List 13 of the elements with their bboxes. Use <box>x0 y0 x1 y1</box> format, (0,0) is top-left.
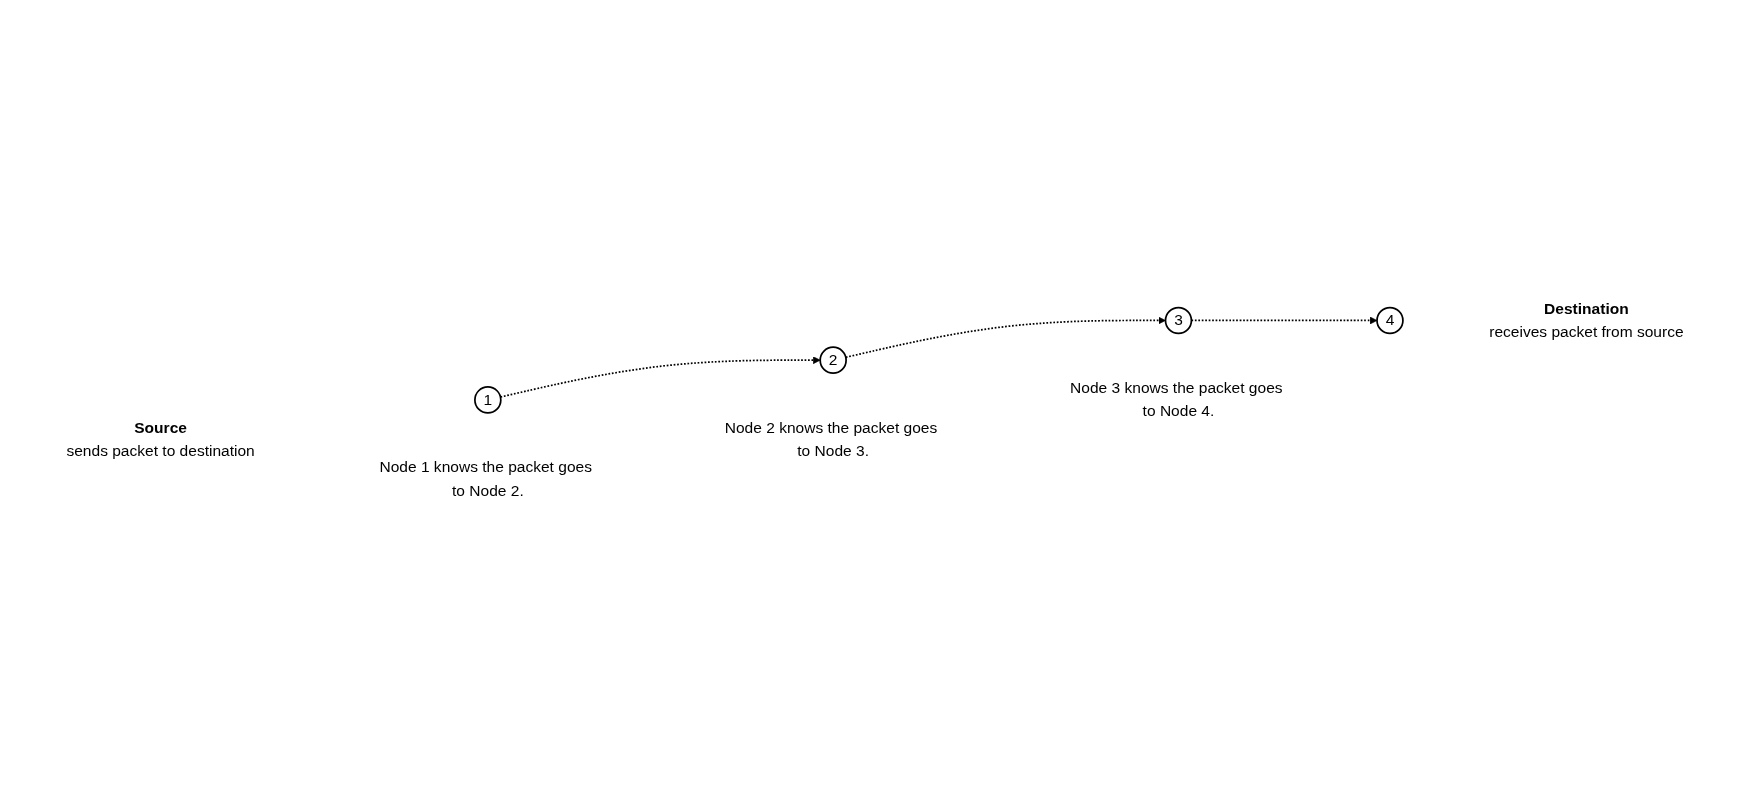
node-label: Node 1 knows the packet goes to Node 2. <box>378 458 592 499</box>
arrow <box>1190 316 1377 324</box>
node-label: Destination <box>1543 299 1629 317</box>
node-circle: 4 <box>1375 306 1404 334</box>
node-circle: 1 <box>473 385 502 414</box>
node-label: sends packet to destination <box>65 441 255 460</box>
node-circle: 2 <box>818 345 847 374</box>
node-label: Source <box>133 418 187 436</box>
node-label: Node 2 knows the packet goes to Node 3. <box>724 418 937 460</box>
arrow <box>499 356 821 398</box>
node-circle: 3 <box>1164 306 1192 334</box>
node-label: Node 3 knows the packet goes to Node 4. <box>1069 378 1283 420</box>
node-label: receives packet from source <box>1488 322 1684 340</box>
